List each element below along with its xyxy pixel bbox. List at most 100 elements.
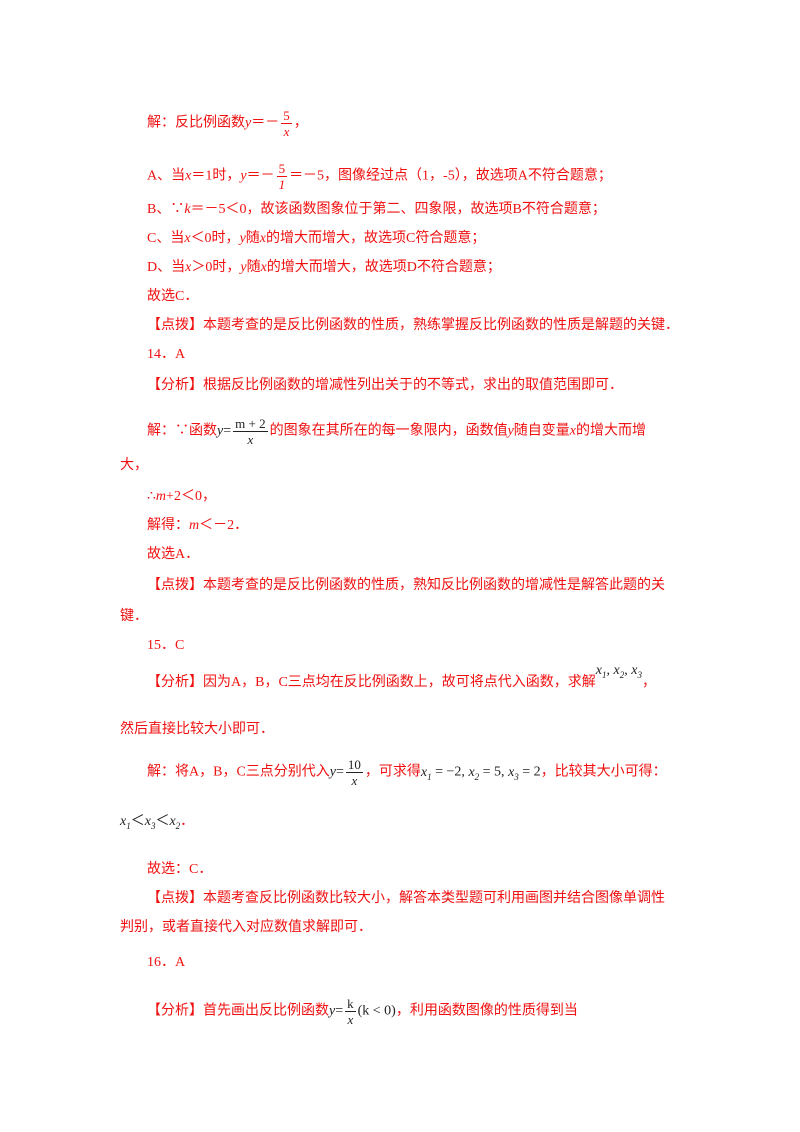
math-text: = 2 <box>518 764 541 780</box>
text-line: 然后直接比较大小即可． <box>120 721 274 739</box>
text-line: D、当x＞0时，y随x的增大而增大，故选项D不符合题意； <box>147 259 501 277</box>
math-variable: x1 <box>420 764 432 782</box>
math-variable: x3 <box>144 814 156 831</box>
text-segment: 随自变量 <box>513 423 570 439</box>
math-variable: y <box>245 115 252 131</box>
math-variable: x1 <box>120 814 131 831</box>
text-segment: ＝1时， <box>191 168 241 184</box>
math-symbol: = <box>336 764 344 780</box>
text-line: 【点拨】本题考查的是反比例函数的性质，熟练掌握反比例函数的性质是解题的关键． <box>147 317 679 335</box>
text-segment: 的增大而增 <box>576 423 647 439</box>
math-variable: x2 <box>468 764 480 782</box>
fraction-denominator: x <box>247 432 254 447</box>
math-variable: y <box>240 260 247 275</box>
math-variable: x3 <box>508 764 519 782</box>
math-expression: x1＜x3＜x2 <box>120 814 181 831</box>
text-segment: 然后直接比较大小即可． <box>120 722 274 737</box>
text-segment: 【点拨】本题考查反比例函数比较大小，解答本类型题可利用画图并结合图像单调性 <box>147 891 665 906</box>
math-text: = 5, <box>479 764 509 780</box>
text-line: 键． <box>120 608 148 626</box>
math-variable: y <box>329 1003 336 1019</box>
text-segment: 故选C． <box>147 289 199 304</box>
text-segment: 随 <box>245 231 260 246</box>
math-variable: y <box>507 423 514 439</box>
text-segment: 【分析】根据反比例函数的增减性列出关于的不等式，求出的取值范围即可． <box>147 378 623 393</box>
math-variable: m <box>155 489 167 504</box>
subscript: 3 <box>150 820 156 831</box>
math-text: ＜ <box>130 814 145 829</box>
math-variable: x1 <box>595 663 607 680</box>
text-segment: ＝－ <box>251 115 280 131</box>
text-line: ∴m+2＜0， <box>147 488 216 506</box>
math-symbol: (k < 0) <box>357 1003 396 1019</box>
math-variable: x <box>259 231 266 246</box>
text-line: 【点拨】本题考查反比例函数比较大小，解答本类型题可利用画图并结合图像单调性 <box>147 890 665 908</box>
math-variable: y <box>240 168 247 184</box>
text-line: 解得：m＜－2． <box>147 517 248 535</box>
text-segment: 【分析】首先画出反比例函数 <box>147 1003 329 1019</box>
text-segment: ＜－2． <box>199 518 249 533</box>
fraction-denominator: x <box>347 1012 354 1027</box>
subscript: 3 <box>514 771 519 782</box>
text-line: 【分析】因为A，B，C三点均在反比例函数上，故可将点代入函数，求解x1, x2,… <box>147 663 656 696</box>
text-segment: ，可求得 <box>364 764 421 780</box>
text-segment: 解：∵函数 <box>147 423 217 439</box>
math-variable: k <box>184 202 191 217</box>
text-line: 14．A <box>147 346 185 364</box>
text-segment: 故选：C． <box>147 862 213 877</box>
math-expression: x1, x2, x3 <box>595 663 642 680</box>
math-symbol: = <box>335 1003 344 1019</box>
text-segment: 的增大而增大，故选项D不符合题意； <box>266 260 501 275</box>
text-segment: 【点拨】本题考查的是反比例函数的性质，熟练掌握反比例函数的性质是解题的关键． <box>147 318 679 333</box>
fraction-numerator: k <box>345 996 356 1012</box>
math-variable: x <box>569 423 577 439</box>
text-segment: ＞0时， <box>191 260 241 275</box>
subscript: 2 <box>619 669 625 680</box>
text-line: x1＜x3＜x2． <box>120 813 194 835</box>
math-text: = −2, <box>431 764 469 780</box>
math-symbol: = <box>223 423 232 439</box>
text-segment: 随 <box>246 260 261 275</box>
text-segment: 键． <box>120 609 148 624</box>
math-expression: x1 = −2, x2 = 5, x3 = 2 <box>420 764 541 782</box>
text-segment: ． <box>180 814 195 829</box>
text-line: C、当x＜0时，y随x的增大而增大，故选项C符合题意； <box>147 230 485 248</box>
text-line: 15．C <box>147 637 184 655</box>
text-segment: ＝－5，图像经过点（1，-5），故选项A不符合题意； <box>289 168 612 184</box>
text-segment: ， <box>641 675 656 690</box>
fraction-denominator: 1 <box>278 177 286 192</box>
fraction-denominator: x <box>351 773 358 788</box>
math-text: ＜ <box>155 814 170 829</box>
text-segment: ∴ <box>147 489 156 504</box>
text-segment: B、∵ <box>147 202 185 217</box>
text-line: 故选C． <box>147 288 198 306</box>
math-variable: x <box>184 231 191 246</box>
text-line: 【分析】根据反比例函数的增减性列出关于的不等式，求出的取值范围即可． <box>147 377 623 395</box>
math-variable: x3 <box>631 663 642 680</box>
text-segment: A、当 <box>147 168 186 184</box>
subscript: 2 <box>175 820 181 831</box>
math-variable: y <box>239 231 246 246</box>
text-line: 故选A． <box>147 546 199 564</box>
text-segment: +2＜0， <box>166 489 216 504</box>
fraction-denominator: x <box>283 124 290 139</box>
text-segment: 的图象在其所在的每一象限内，函数值 <box>269 423 508 439</box>
text-segment: 大， <box>120 458 148 473</box>
fraction-numerator: 5 <box>276 161 288 177</box>
text-segment: 判别，或者直接代入对应数值求解即可． <box>120 920 372 935</box>
math-variable: y <box>217 423 224 439</box>
math-text: , <box>624 663 632 678</box>
text-segment: 解：反比例函数 <box>147 115 245 131</box>
fraction-numerator: 5 <box>281 108 292 124</box>
subscript: 2 <box>474 771 480 782</box>
text-segment: 【分析】因为A，B，C三点均在反比例函数上，故可将点代入函数，求解 <box>147 675 596 690</box>
